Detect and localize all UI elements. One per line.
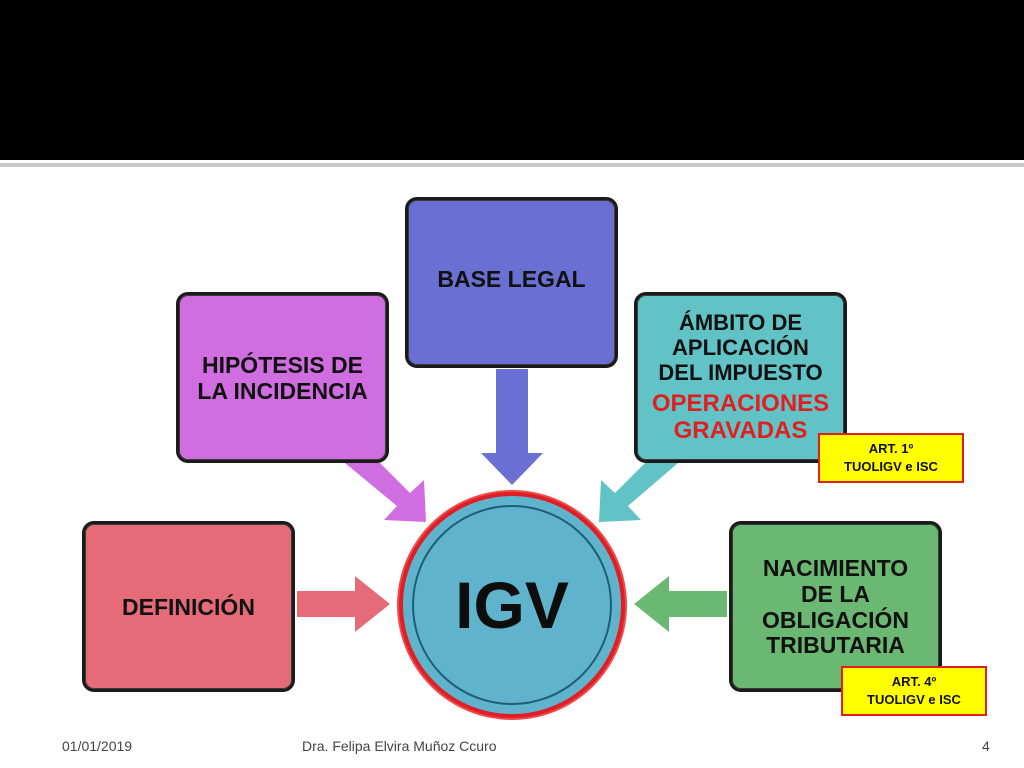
node-hipotesis: HIPÓTESIS DE LA INCIDENCIA xyxy=(176,292,389,463)
node-base-legal-label: BASE LEGAL xyxy=(437,265,586,292)
arrow-ambito xyxy=(599,463,678,522)
note-art-4-line-2: TUOLIGV e ISC xyxy=(867,692,961,707)
node-definicion-label: DEFINICIÓN xyxy=(122,593,255,620)
node-hipotesis-line-1: HIPÓTESIS DE xyxy=(201,351,364,378)
node-ambito-line-1: ÁMBITO DE xyxy=(678,310,803,336)
note-art-4-line-1: ART. 4º xyxy=(891,674,937,690)
note-art-4: ART. 4º TUOLIGV e ISC xyxy=(841,666,987,716)
node-nacimiento-line-2: DE LA xyxy=(801,580,870,607)
arrow-definicion xyxy=(297,576,390,632)
footer-page-number: 4 xyxy=(982,738,990,754)
node-ambito-sub-line-1: OPERACIONES xyxy=(651,389,830,417)
center-node-igv-inner: IGV xyxy=(412,505,612,705)
node-hipotesis-line-2: LA INCIDENCIA xyxy=(197,377,368,404)
node-ambito-line-2: APLICACIÓN xyxy=(672,334,809,360)
center-node-label: IGV xyxy=(455,568,569,642)
footer-date: 01/01/2019 xyxy=(62,738,133,754)
node-definicion: DEFINICIÓN xyxy=(82,521,295,692)
node-nacimiento: NACIMIENTO DE LA OBLIGACIÓN TRIBUTARIA xyxy=(729,521,942,692)
node-nacimiento-line-3: OBLIGACIÓN xyxy=(762,606,909,633)
node-nacimiento-line-4: TRIBUTARIA xyxy=(766,632,905,659)
center-node-igv: IGV xyxy=(399,492,625,718)
note-art-1-line-1: ART. 1º xyxy=(868,441,914,457)
node-ambito: ÁMBITO DE APLICACIÓN DEL IMPUESTO OPERAC… xyxy=(634,292,847,463)
title-divider xyxy=(0,163,1024,167)
footer-author: Dra. Felipa Elvira Muñoz Ccuro xyxy=(302,738,497,754)
arrow-base-legal xyxy=(481,369,543,485)
slide-title-bar xyxy=(0,0,1024,160)
note-art-1: ART. 1º TUOLIGV e ISC xyxy=(818,433,964,483)
node-nacimiento-line-1: NACIMIENTO xyxy=(762,554,909,581)
note-art-1-line-2: TUOLIGV e ISC xyxy=(844,459,938,474)
node-base-legal: BASE LEGAL xyxy=(405,197,618,368)
node-ambito-sub-line-2: GRAVADAS xyxy=(673,416,808,444)
node-ambito-sub: OPERACIONES GRAVADAS xyxy=(652,390,829,444)
arrow-nacimiento xyxy=(634,576,727,632)
arrow-hipotesis xyxy=(345,463,426,522)
node-ambito-line-3: DEL IMPUESTO xyxy=(658,359,823,385)
